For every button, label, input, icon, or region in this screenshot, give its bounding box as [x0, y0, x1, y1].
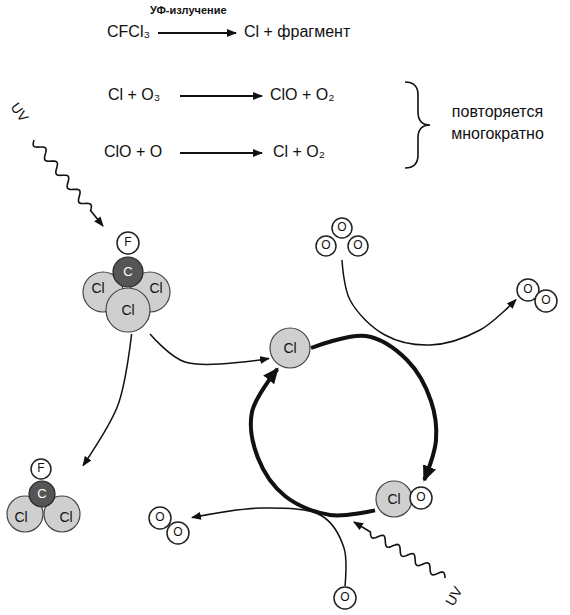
radiation-label: UV	[442, 584, 466, 609]
atom-circle	[113, 257, 143, 287]
formula-label: Cl + O₂	[273, 143, 325, 160]
reaction-arrow	[158, 32, 236, 34]
atom-label-holder: Cl	[121, 302, 134, 318]
atom-circle	[117, 232, 139, 254]
atom-circle	[332, 218, 352, 238]
atom-symbol: O	[523, 282, 532, 296]
reaction-arrow	[192, 508, 346, 586]
atom-label-holder: O	[337, 221, 346, 235]
atom-symbol: Cl	[59, 509, 72, 525]
atom-circles	[146, 505, 192, 547]
radiation-label: UV	[8, 99, 32, 124]
molecule: OOO	[313, 216, 371, 260]
label-holder: ClO + O₂	[270, 86, 334, 104]
atom-label-holder: Cl	[387, 491, 400, 507]
atom-label-holder: O	[340, 591, 349, 605]
atom-symbol: Cl	[387, 491, 400, 507]
label-holder: ClO + O	[104, 143, 162, 161]
atom-circle	[106, 288, 150, 332]
condition-label: УФ-излучение	[150, 4, 227, 16]
reaction-arrow	[342, 260, 516, 345]
atom-symbol: Cl	[14, 509, 27, 525]
reaction-arrow	[180, 95, 262, 97]
molecule: Cl	[269, 327, 311, 369]
atom-label-holder: Cl	[149, 280, 162, 296]
atom-symbol: Cl	[149, 280, 162, 296]
atom-symbol: O	[155, 510, 164, 524]
atom-label-holder: F	[37, 462, 44, 476]
reaction-arrow	[83, 334, 132, 466]
formula-label: Cl + фрагмент	[244, 23, 350, 40]
reaction-arrow	[180, 152, 262, 154]
atom-circles	[516, 278, 560, 314]
atom-circle	[376, 481, 412, 517]
formula-label: CFCl₃	[107, 23, 150, 40]
uv-wave	[33, 140, 103, 226]
formula-label: ClO + O₂	[270, 86, 334, 103]
label-holder: Cl + фрагмент	[244, 23, 350, 41]
curly-brace	[405, 82, 430, 168]
atom-symbol: O	[416, 490, 425, 504]
label-holder: Cl + O₂	[273, 143, 325, 161]
uv-wave	[354, 522, 445, 578]
atom-label-holder: O	[523, 283, 532, 297]
atom-symbol: O	[541, 293, 550, 307]
atom-symbol: F	[37, 461, 44, 475]
atom-symbol: O	[321, 238, 330, 252]
atom-symbol: O	[340, 590, 349, 604]
atom-label-holder: Cl	[14, 509, 27, 525]
atom-symbol: O	[353, 238, 362, 252]
atom-label-holder: C	[123, 265, 132, 280]
molecule: FC Cl Cl	[5, 458, 83, 534]
atom-symbol: O	[337, 220, 346, 234]
label-holder: повторяется многократно	[430, 101, 565, 145]
atom-label-holder: Cl	[283, 340, 296, 356]
atom-label-holder: O	[353, 239, 362, 253]
atom-label-holder: F	[124, 236, 131, 250]
atom-label-holder: O	[321, 239, 330, 253]
atom-symbol: Cl	[121, 302, 134, 318]
atom-label-holder: O	[173, 526, 182, 540]
molecule: OO	[516, 278, 560, 314]
atom-circle	[29, 481, 55, 507]
cycle-arrow	[251, 369, 375, 515]
atom-circle	[410, 487, 432, 509]
formula-label: ClO + O	[104, 143, 162, 160]
reaction-arrow	[150, 334, 269, 364]
atom-circle	[149, 507, 171, 529]
label-holder: CFCl₃	[107, 23, 150, 41]
atom-symbol: C	[123, 264, 132, 279]
cycle-arrow	[311, 336, 436, 480]
atom-label-holder: O	[416, 491, 425, 505]
atom-circle	[334, 587, 356, 609]
atom-circle	[270, 328, 310, 368]
atom-label-holder: Cl	[59, 509, 72, 525]
atom-circle	[167, 522, 189, 544]
note-label: повторяется многократно	[451, 103, 544, 142]
atom-symbol: C	[37, 486, 46, 501]
atom-label-holder: O	[155, 511, 164, 525]
molecule: Cl O	[375, 480, 433, 518]
atom-circle	[316, 236, 336, 256]
molecule: OO	[146, 505, 192, 547]
atom-circle	[348, 236, 368, 256]
formula-label: Cl + O₃	[108, 86, 160, 103]
label-holder: UV	[8, 99, 32, 124]
atom-symbol: O	[173, 525, 182, 539]
atom-symbol: F	[124, 235, 131, 249]
atom-symbol: Cl	[91, 280, 104, 296]
molecule: FCClClCl	[81, 230, 173, 334]
atom-label-holder: Cl	[91, 280, 104, 296]
label-holder: Cl + O₃	[108, 86, 160, 104]
atom-symbol: Cl	[283, 340, 296, 356]
atom-label-holder: C	[37, 487, 46, 502]
molecule: O	[332, 586, 358, 610]
atom-circle	[535, 290, 557, 312]
atom-circle	[31, 459, 51, 479]
atom-label-holder: O	[541, 294, 550, 308]
label-holder: UV	[442, 584, 466, 609]
label-holder: УФ-излучение	[150, 4, 227, 17]
